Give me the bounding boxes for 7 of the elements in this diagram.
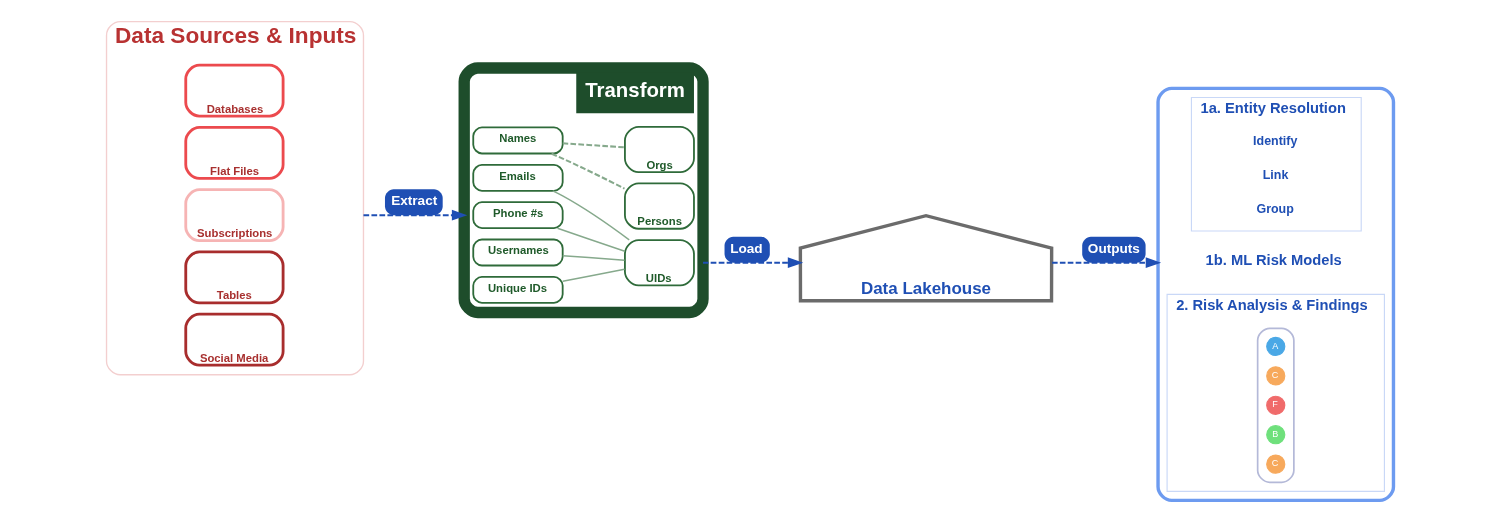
node-text: 1b. ML Risk Models (1205, 252, 1342, 269)
edge-label: Load (730, 240, 763, 256)
edge-label: Outputs (1087, 240, 1140, 256)
node-text: Identify (1253, 133, 1298, 148)
node-text: Link (1262, 167, 1289, 182)
node-text: Group (1256, 201, 1294, 216)
edge-label: Extract (391, 193, 438, 209)
